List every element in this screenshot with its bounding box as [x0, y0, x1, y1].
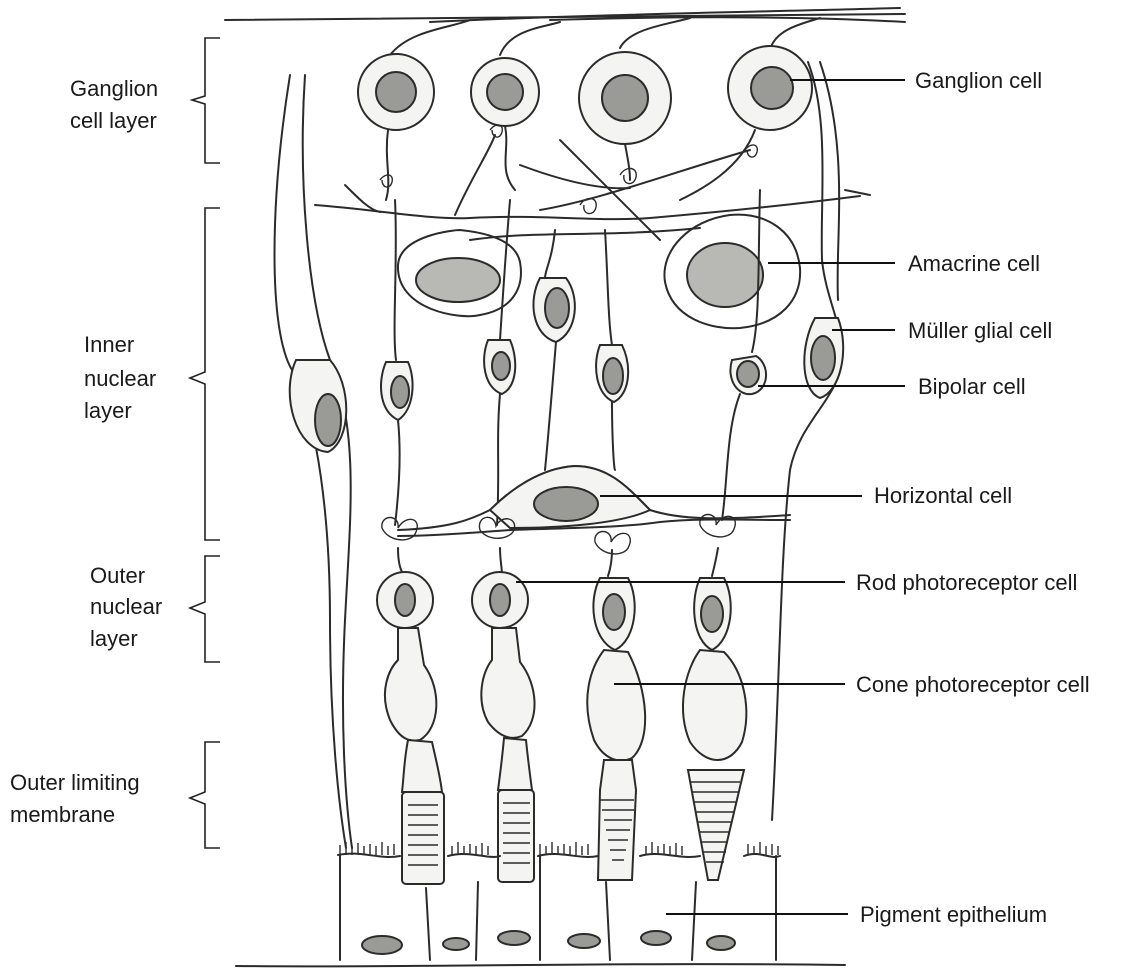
muller-cell-label: Müller glial cell: [908, 318, 1052, 343]
horizontal-cell: [398, 466, 790, 536]
outer-layer-label-line1: Outer: [90, 563, 145, 588]
olm-label-line2: membrane: [10, 802, 115, 827]
outer-layer-brace: [190, 556, 220, 662]
amacrine-nucleus-left: [416, 258, 500, 302]
cone-cell-label: Cone photoreceptor cell: [856, 672, 1090, 697]
inner-limiting-membrane: [225, 8, 905, 22]
amacrine-cell-label: Amacrine cell: [908, 251, 1040, 276]
inner-layer-label-line3: layer: [84, 398, 132, 423]
inner-plexiform: [315, 125, 870, 240]
rod-cell-label: Rod photoreceptor cell: [856, 570, 1077, 595]
ganglion-layer-label-line1: Ganglion: [70, 76, 158, 101]
ganglion-cell-label: Ganglion cell: [915, 68, 1042, 93]
pigment-epithelium-label: Pigment epithelium: [860, 902, 1047, 927]
bipolar-cell-label: Bipolar cell: [918, 374, 1026, 399]
layer-labels: Ganglion cell layer Inner nuclear layer …: [10, 38, 220, 848]
olm-brace: [190, 742, 220, 848]
muller-nucleus-right: [811, 336, 835, 380]
bipolar-cell-right: [737, 361, 759, 387]
muller-nucleus-left: [315, 394, 341, 446]
amacrine-cells: [398, 215, 800, 329]
horizontal-cell-label: Horizontal cell: [874, 483, 1012, 508]
inner-layer-label-line1: Inner: [84, 332, 134, 357]
ganglion-layer-label-line2: cell layer: [70, 108, 157, 133]
ganglion-layer-brace: [192, 38, 220, 163]
photoreceptors: [377, 515, 746, 885]
ganglion-cells: [358, 18, 820, 200]
outer-layer-label-line3: layer: [90, 626, 138, 651]
olm-label-line1: Outer limiting: [10, 770, 140, 795]
amacrine-nucleus-right: [687, 243, 763, 307]
inner-layer-label-line2: nuclear: [84, 366, 156, 391]
muller-glia: [275, 62, 844, 848]
inner-layer-brace: [190, 208, 220, 540]
outer-layer-label-line2: nuclear: [90, 594, 162, 619]
pigment-epithelium: [236, 842, 845, 966]
